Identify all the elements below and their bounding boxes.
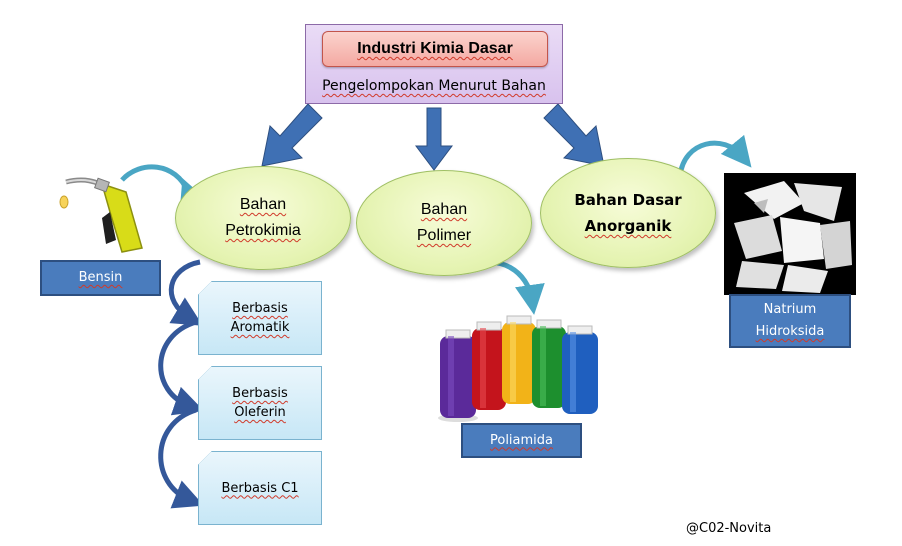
category-polimer-line2: Polimer <box>416 227 472 244</box>
category-anorganik-line1: Bahan Dasar <box>574 191 682 209</box>
example-poliamida: Poliamida <box>461 423 582 458</box>
arrow-to-polimer <box>415 107 453 171</box>
diagram-title: Industri Kimia Dasar <box>357 40 513 57</box>
category-anorganik: Bahan Dasar Anorganik <box>540 158 716 268</box>
category-anorganik-line2: Anorganik <box>584 217 672 235</box>
bracket-arrow-oleferin <box>158 319 205 416</box>
category-petrokimia: Bahan Petrokimia <box>175 166 351 270</box>
example-natrium-hidroksida: Natrium Hidroksida <box>729 294 851 348</box>
bracket-arrow-c1 <box>158 407 204 509</box>
thread-spools-image <box>438 315 598 422</box>
fuel-nozzle-icon <box>59 177 143 253</box>
category-petrokimia-line2: Petrokimia <box>225 222 301 239</box>
type-c1: Berbasis C1 <box>198 451 322 525</box>
type-oleferin: Berbasis Oleferin <box>198 366 322 440</box>
arrow-to-anorganik <box>543 103 605 167</box>
natrium-hidroksida-photo <box>724 173 856 295</box>
category-polimer-line1: Bahan <box>420 201 468 218</box>
category-petrokimia-line1: Bahan <box>239 196 287 213</box>
bracket-arrow-aromatik <box>168 259 203 326</box>
diagram-title-box: Industri Kimia Dasar <box>322 31 548 67</box>
diagram-subtitle: Pengelompokan Menurut Bahan <box>322 78 546 94</box>
type-aromatik: Berbasis Aromatik <box>198 281 322 355</box>
curve-arrow-bensin <box>120 164 208 212</box>
example-bensin: Bensin <box>40 260 161 296</box>
author-credit: @C02-Novita <box>686 521 772 536</box>
arrow-to-petrokimia <box>261 103 323 167</box>
category-polimer: Bahan Polimer <box>356 170 532 276</box>
curve-arrow-natrium <box>677 134 752 177</box>
